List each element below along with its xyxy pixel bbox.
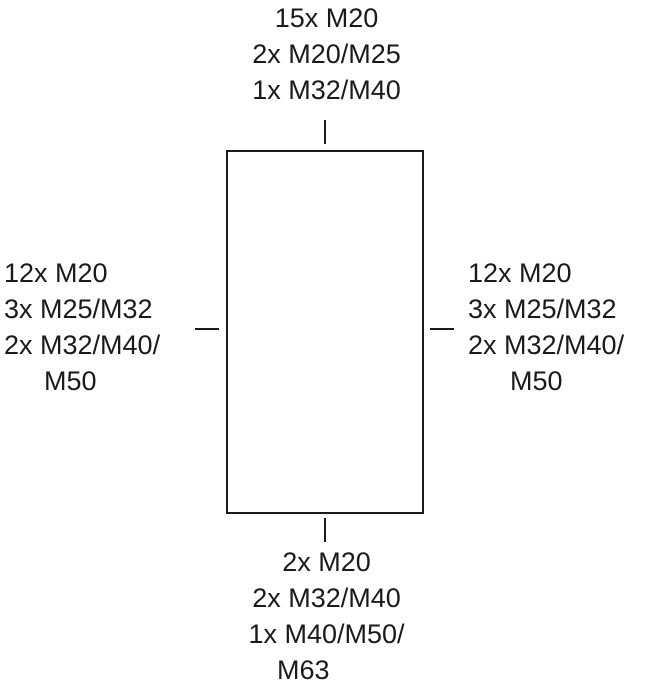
- right-side-entries: 12x M20 3x M25/M32 2x M32/M40/ M50: [468, 255, 624, 399]
- bottom-entry-line-2: 2x M32/M40: [252, 583, 401, 613]
- top-entry-line-2: 2x M20/M25: [252, 39, 401, 69]
- top-entry-line-1: 15x M20: [274, 3, 379, 33]
- right-entry-line-2: 3x M25/M32: [468, 294, 617, 324]
- top-side-entries: 15x M20 2x M20/M25 1x M32/M40: [0, 0, 653, 108]
- right-entry-line-4: M50: [510, 366, 563, 396]
- top-entry-line-3: 1x M32/M40: [252, 75, 401, 105]
- bottom-side-entries: 2x M20 2x M32/M40 1x M40/M50/ M63: [0, 544, 653, 688]
- bottom-tick-mark: [324, 518, 326, 542]
- top-tick-mark: [324, 120, 326, 144]
- left-side-entries: 12x M20 3x M25/M32 2x M32/M40/ M50: [4, 255, 160, 399]
- enclosure-outline: [226, 150, 424, 514]
- right-tick-mark: [430, 328, 454, 330]
- left-entry-line-2: 3x M25/M32: [4, 294, 153, 324]
- left-tick-mark: [195, 328, 219, 330]
- left-entry-line-3: 2x M32/M40/: [4, 330, 161, 360]
- bottom-entry-line-1: 2x M20: [282, 547, 371, 577]
- right-entry-line-3: 2x M32/M40/: [468, 330, 625, 360]
- bottom-entry-line-4: M63: [277, 655, 330, 685]
- right-entry-line-1: 12x M20: [468, 258, 572, 288]
- left-entry-line-1: 12x M20: [4, 258, 108, 288]
- bottom-entry-line-3: 1x M40/M50/: [248, 619, 405, 649]
- left-entry-line-4: M50: [44, 366, 97, 396]
